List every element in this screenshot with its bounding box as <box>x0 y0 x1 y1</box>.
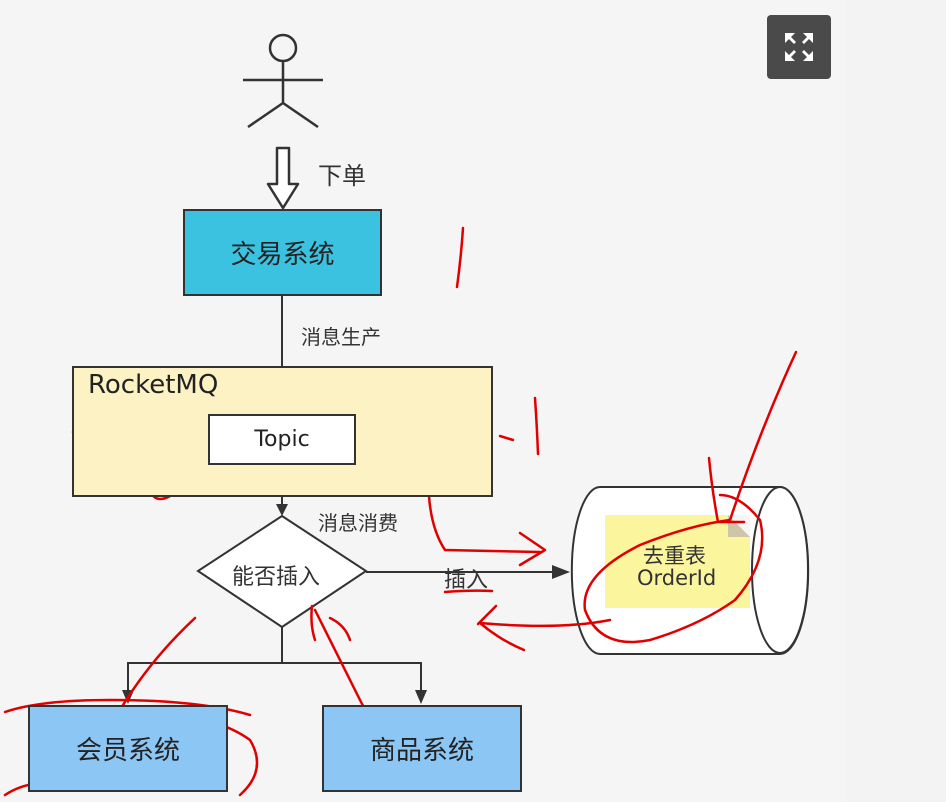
goods-system-label: 商品系统 <box>369 736 474 766</box>
expand-button[interactable] <box>767 15 831 79</box>
order-label: 下单 <box>318 162 366 190</box>
goods-system-box: 商品系统 <box>322 705 522 792</box>
consume-label: 消息消费 <box>318 511 398 535</box>
trade-system-label: 交易系统 <box>230 240 335 270</box>
goods-arrowhead <box>415 690 427 704</box>
trade-system-box: 交易系统 <box>183 209 382 296</box>
insert-arrowhead <box>552 565 570 579</box>
topic-box: Topic <box>208 414 356 465</box>
branch-lines <box>127 627 283 693</box>
dedup-table-key: OrderId <box>637 566 717 590</box>
insert-label: 插入 <box>444 568 489 593</box>
produce-label: 消息生产 <box>301 325 381 349</box>
rocketmq-label: RocketMQ <box>88 370 219 400</box>
order-arrow <box>266 146 300 210</box>
decision-label: 能否插入 <box>232 565 321 590</box>
dedup-table-title: 去重表 <box>643 544 706 568</box>
branch-lines-right <box>282 662 422 693</box>
topic-label: Topic <box>254 427 310 452</box>
member-system-box: 会员系统 <box>28 705 228 792</box>
user-actor-icon <box>243 33 323 129</box>
consume-arrowhead <box>276 504 288 516</box>
member-system-label: 会员系统 <box>75 736 180 766</box>
expand-icon <box>785 33 813 61</box>
